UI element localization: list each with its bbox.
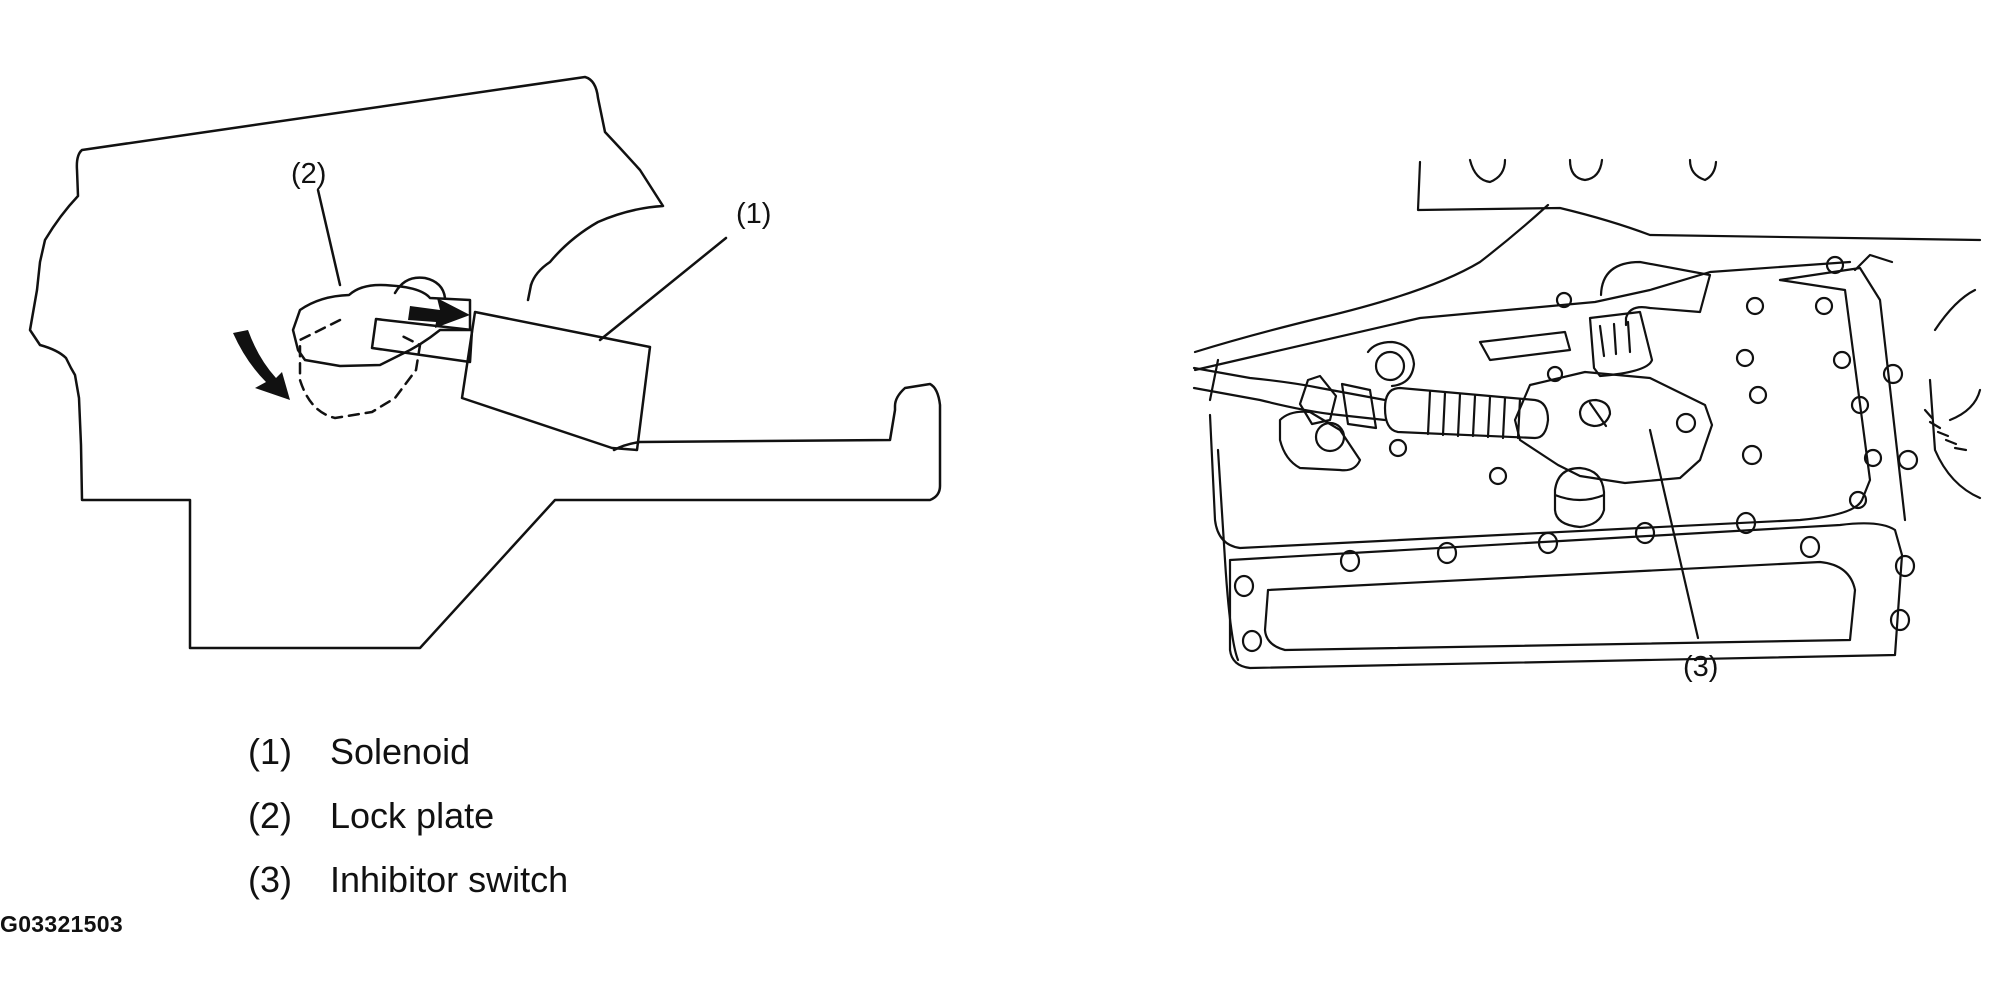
housing-bolts	[1388, 291, 1768, 486]
legend-row-inhibitor-switch: (3) Inhibitor switch	[248, 848, 568, 912]
oil-pan-inner	[1263, 560, 1857, 652]
upper-bracket-boss	[1374, 350, 1406, 382]
lock-plate-knob	[393, 276, 447, 300]
leader-line-2	[316, 188, 342, 287]
rotate-arrow	[233, 330, 290, 400]
inhibitor-switch-plate	[1513, 370, 1714, 485]
connector-plug	[1588, 310, 1654, 378]
valve-body-outline	[1208, 278, 1872, 550]
push-arrow	[408, 298, 470, 328]
converter-housing	[1928, 288, 1982, 500]
upper-housing-line	[1193, 260, 1852, 372]
lock-plate-dashed	[298, 318, 422, 420]
solenoid-lock-plate-illustration	[28, 75, 942, 650]
oil-pan-outer	[1228, 522, 1904, 670]
right-housing	[1778, 253, 1907, 522]
cable-nut-left	[1298, 374, 1338, 426]
leader-line-1	[598, 236, 728, 342]
cable-nut-right	[1340, 382, 1378, 430]
legend-row-lock-plate: (2) Lock plate	[248, 784, 568, 848]
leader-line-3	[1648, 428, 1700, 640]
rubber-bellows	[1383, 386, 1550, 440]
housing-inner-edge	[526, 283, 533, 302]
top-boss-outline	[1416, 160, 1982, 242]
top-housing-curve	[1193, 203, 1550, 354]
figure-id: G03321503	[0, 911, 123, 937]
shift-cable	[1192, 366, 1387, 422]
round-cap	[1553, 466, 1606, 529]
switch-shaft	[1578, 398, 1612, 428]
transmission-illustration	[1192, 158, 1982, 670]
lock-plate	[291, 283, 472, 368]
upper-bracket	[1366, 340, 1416, 388]
switch-bolt	[1675, 412, 1697, 434]
solenoid-body	[460, 310, 652, 452]
legend-num-3: (3)	[248, 859, 292, 900]
callout-2: (2)	[291, 158, 326, 190]
legend-row-solenoid: (1) Solenoid	[248, 720, 568, 784]
bracket-boss	[1314, 421, 1346, 453]
callout-3: (3)	[1683, 651, 1718, 683]
legend-label-solenoid: Solenoid	[330, 731, 471, 772]
pan-bolts	[1233, 511, 1916, 653]
legend: (1) Solenoid (2) Lock plate (3) Inhibito…	[248, 720, 568, 912]
solenoid-rod	[370, 317, 474, 364]
converter-gear-teeth	[1923, 408, 1968, 452]
housing-outline	[28, 75, 942, 650]
right-housing-bolts	[1814, 255, 1919, 510]
top-boss-caps	[1468, 158, 1718, 184]
upper-slot	[1478, 330, 1572, 362]
left-housing-edge	[1208, 358, 1240, 662]
callout-1: (1)	[736, 198, 771, 230]
bracket	[1278, 410, 1362, 472]
legend-label-lock-plate: Lock plate	[330, 795, 495, 836]
legend-num-2: (2)	[248, 795, 292, 836]
legend-num-1: (1)	[248, 731, 292, 772]
legend-label-inhibitor-switch: Inhibitor switch	[330, 859, 569, 900]
wire-harness	[1599, 260, 1712, 327]
